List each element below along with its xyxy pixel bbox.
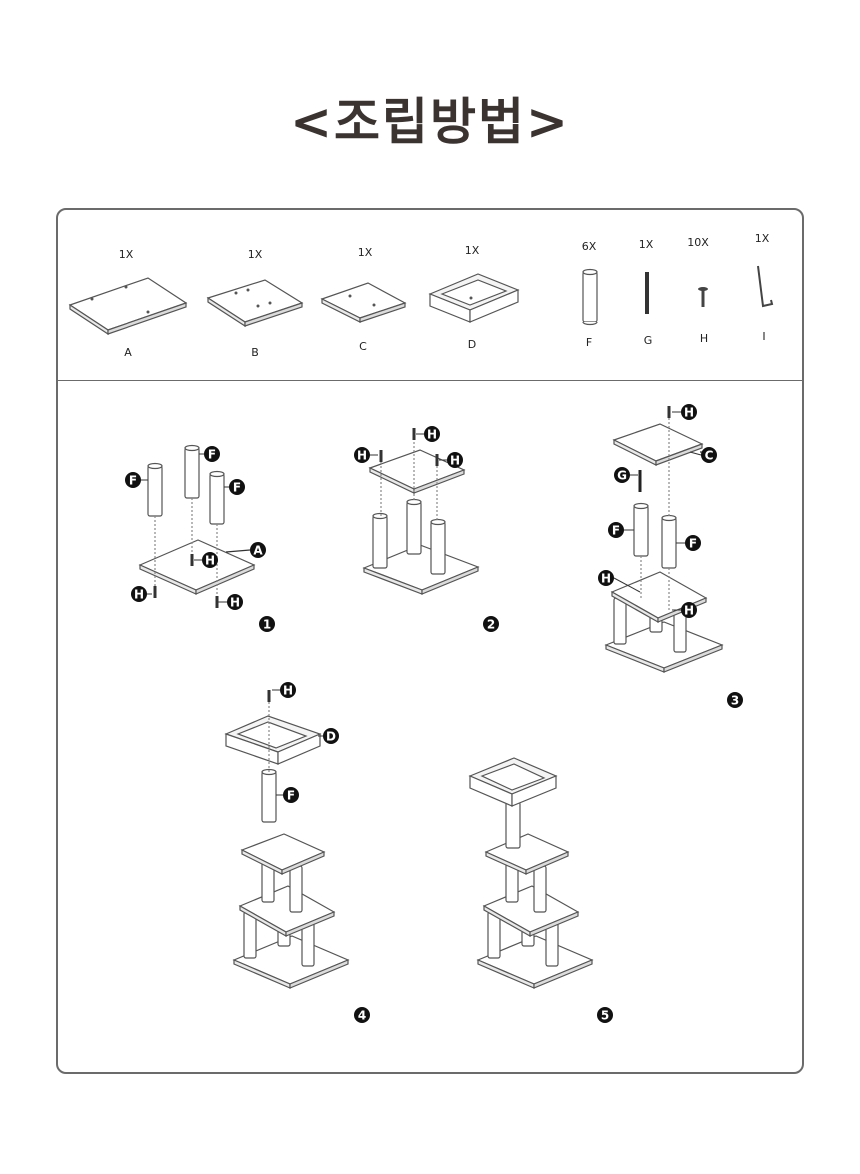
step-number-1: 1 [259,616,275,632]
svg-text:D: D [326,730,336,744]
part-h-qty: 10X [687,236,709,249]
part-g-qty: 1X [638,238,654,251]
svg-text:H: H [684,406,694,420]
tag-H-5: H [424,426,440,442]
tag-H-4: H [354,447,370,463]
svg-text:C: C [705,449,714,463]
part-i-qty: 1X [754,232,770,245]
svg-text:H: H [357,449,367,463]
svg-text:2: 2 [487,618,495,632]
part-i-letter: I [762,330,766,343]
tag-A: A [250,542,266,558]
step-4-diagram [224,690,350,989]
tag-H-3: H [227,594,243,610]
tag-H-9: H [681,602,697,618]
tag-F-6: F [283,787,299,803]
svg-text:5: 5 [601,1009,609,1023]
part-d-qty: 1X [464,244,480,257]
step-number-5: 5 [597,1007,613,1023]
svg-text:F: F [129,474,137,488]
svg-text:F: F [689,537,697,551]
svg-text:H: H [205,554,215,568]
svg-text:H: H [427,428,437,442]
tag-D: D [323,728,339,744]
small-platform-icon [320,282,407,323]
post-icon [582,268,598,326]
step-2-diagram [362,428,480,595]
callout-tags: F F F A H H H H H H H C G F F H H H D F [125,404,717,803]
svg-text:4: 4 [358,1009,366,1023]
allen-key-icon [757,265,774,308]
tag-H-7: H [681,404,697,420]
part-c-qty: 1X [357,246,373,259]
svg-text:F: F [612,524,620,538]
basket-tray-icon [428,273,520,323]
tag-F-1: F [125,472,141,488]
part-a-letter: A [124,346,132,359]
part-d-letter: D [467,338,477,351]
svg-text:1: 1 [263,618,271,632]
threaded-rod-icon [645,272,649,314]
part-b-letter: B [251,346,259,359]
tag-leaders [141,411,702,796]
svg-text:H: H [230,596,240,610]
tag-H-6: H [447,452,463,468]
tag-F-3: F [229,479,245,495]
part-a-qty: 1X [118,248,134,261]
step-number-2: 2 [483,616,499,632]
tag-F-4: F [608,522,624,538]
tag-H-1: H [202,552,218,568]
part-f-letter: F [585,336,593,349]
part-b-qty: 1X [247,248,263,261]
tag-F-5: F [685,535,701,551]
tag-C: C [701,447,717,463]
svg-text:H: H [134,588,144,602]
svg-text:3: 3 [731,694,739,708]
svg-text:A: A [253,544,263,558]
part-g-letter: G [643,334,653,347]
part-c-letter: C [359,340,367,353]
step-5-diagram [468,757,594,989]
svg-text:H: H [601,572,611,586]
svg-text:F: F [287,789,295,803]
tag-G: G [614,467,630,483]
step-1-diagram [138,444,256,608]
part-f-qty: 6X [581,240,597,253]
tag-H-2: H [131,586,147,602]
tag-H-10: H [280,682,296,698]
svg-text:G: G [617,469,627,483]
medium-platform-icon [206,279,304,328]
instructions-frame [56,208,804,1074]
svg-text:F: F [233,481,241,495]
screw-icon [698,287,708,307]
step-number-3: 3 [727,692,743,708]
large-platform-icon [68,277,188,336]
tag-H-8: H [598,570,614,586]
page-title: <조립방법> [290,93,570,151]
parts-divider [56,380,804,381]
svg-text:F: F [208,448,216,462]
step-number-4: 4 [354,1007,370,1023]
svg-text:H: H [283,684,293,698]
part-h-letter: H [699,332,709,345]
step-3-diagram [604,406,724,673]
tag-F-2: F [204,446,220,462]
svg-text:H: H [450,454,460,468]
svg-text:H: H [684,604,694,618]
